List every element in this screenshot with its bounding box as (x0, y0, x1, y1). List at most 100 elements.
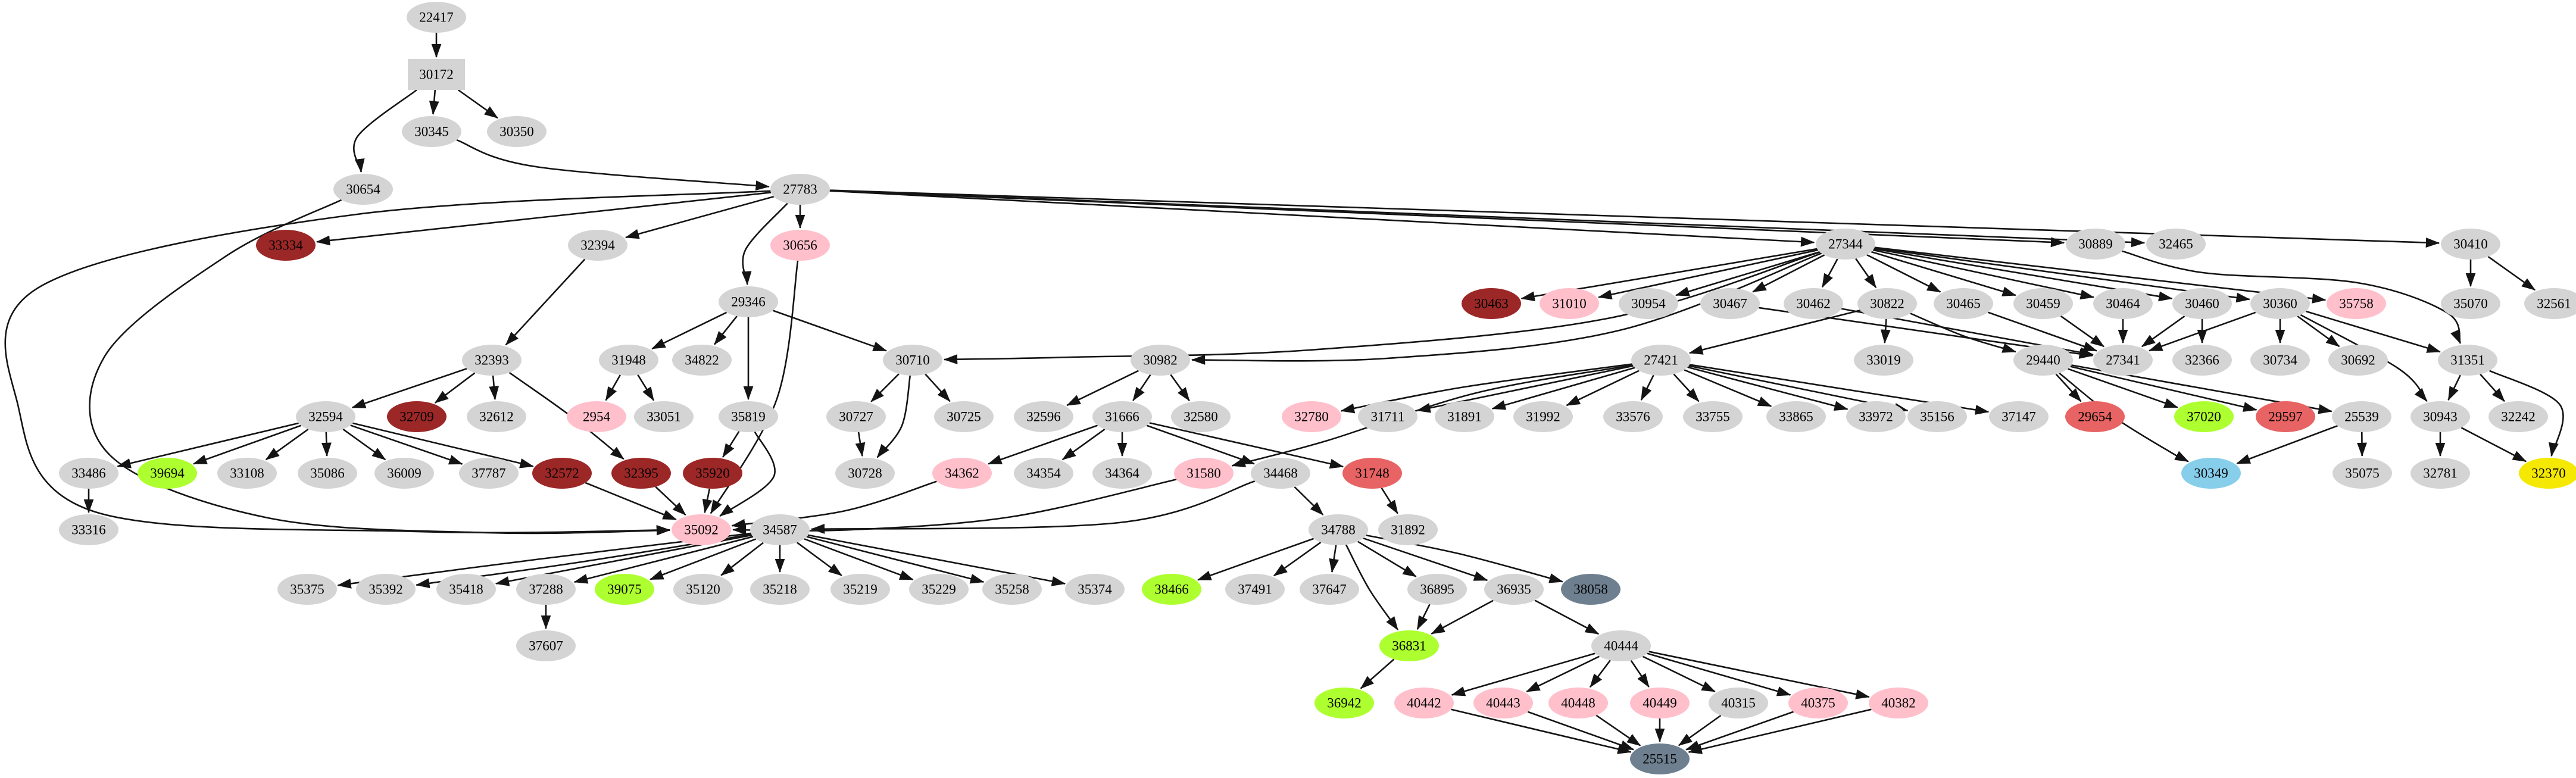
graph-node-36009: 36009 (374, 458, 434, 489)
edge-27421-33576 (1640, 374, 1654, 401)
node-label: 37147 (2002, 410, 2036, 424)
node-ellipse-shape (1092, 401, 1152, 432)
edge-40444-40442 (1451, 652, 1595, 696)
graph-node-37288: 37288 (516, 574, 576, 605)
edge-40442-25515 (1451, 708, 1632, 754)
edge-30465-27341 (1987, 311, 2097, 352)
graph-node-35156: 35156 (1907, 401, 1967, 432)
node-ellipse-shape (2013, 345, 2073, 376)
graph-node-27783: 27783 (770, 174, 830, 205)
graph-node-31748: 31748 (1342, 458, 1402, 489)
edge-34587-35219 (796, 542, 842, 576)
edge-30460-27341 (2141, 315, 2185, 348)
node-label: 2954 (583, 410, 611, 424)
graph-node-35218: 35218 (750, 574, 810, 605)
node-ellipse-shape (683, 458, 742, 489)
node-label: 30943 (2423, 410, 2458, 424)
node-label: 30654 (346, 182, 380, 197)
node-label: 30463 (1474, 296, 1509, 311)
graph-node-34587: 34587 (750, 514, 810, 545)
edge-27344-30954 (1675, 251, 1821, 296)
graph-node-34822: 34822 (672, 345, 732, 376)
node-ellipse-shape (2332, 401, 2391, 432)
graph-node-22417: 22417 (407, 2, 466, 33)
node-label: 35392 (369, 582, 403, 597)
graph-node-35219: 35219 (830, 574, 890, 605)
node-ellipse-shape (1630, 743, 1690, 774)
node-ellipse-shape (1854, 345, 1913, 376)
edge-30345-27783 (456, 139, 770, 191)
node-ellipse-shape (256, 230, 316, 261)
edge-34587-35258 (806, 536, 985, 584)
graph-node-40442: 40442 (1394, 688, 1454, 718)
node-label: 35070 (2453, 296, 2488, 311)
graph-node-29654: 29654 (2065, 401, 2125, 432)
node-label: 30710 (895, 353, 930, 368)
graph-node-30728: 30728 (835, 458, 895, 489)
graph-node-40444: 40444 (1591, 630, 1651, 661)
node-ellipse-shape (2519, 458, 2576, 489)
graph-node-33972: 33972 (1846, 401, 1906, 432)
node-ellipse-shape (59, 458, 118, 489)
node-ellipse-shape (1788, 688, 1848, 718)
graph-node-30462: 30462 (1784, 288, 1843, 319)
graph-node-34468: 34468 (1251, 458, 1310, 489)
node-label: 40443 (1486, 696, 1520, 711)
graph-node-35418: 35418 (436, 574, 496, 605)
node-ellipse-shape (1314, 688, 1374, 718)
edge-30172-30654 (353, 89, 417, 173)
edge-34587-39075 (649, 538, 757, 580)
node-label: 30360 (2263, 296, 2297, 311)
node-ellipse-shape (374, 458, 434, 489)
node-label: 27783 (783, 182, 817, 197)
node-ellipse-shape (719, 401, 778, 432)
edge-27783-32394 (625, 195, 775, 239)
node-label: 34468 (1263, 466, 1298, 481)
edge-30172-30345 (429, 89, 439, 115)
node-label: 32395 (624, 466, 658, 481)
edge-40315-25515 (1678, 714, 1722, 746)
node-ellipse-shape (138, 458, 197, 489)
node-ellipse-shape (1548, 688, 1608, 718)
graph-node-33108: 33108 (217, 458, 277, 489)
edge-27344-30464 (1872, 249, 2094, 300)
node-ellipse-shape (1378, 514, 1438, 545)
edge-35819-35092 (719, 431, 776, 517)
node-label: 40315 (1721, 696, 1756, 711)
edge-27344-30710 (943, 251, 1821, 365)
graph-node-30943: 30943 (2410, 401, 2470, 432)
edge-30360-30692 (2297, 315, 2340, 348)
graph-node-34354: 34354 (1014, 458, 1073, 489)
edge-32572-35092 (585, 482, 677, 521)
node-ellipse-shape (2093, 288, 2153, 319)
edge-30360-31351 (2305, 310, 2441, 353)
node-label: 31666 (1105, 410, 1139, 424)
edge-29440-29654 (2055, 373, 2082, 402)
node-label: 35092 (684, 523, 719, 538)
graph-node-31580: 31580 (1174, 458, 1234, 489)
edge-34587-37288 (573, 536, 754, 584)
graph-node-30710: 30710 (883, 345, 942, 376)
edge-34587-35120 (720, 542, 764, 576)
node-ellipse-shape (1379, 630, 1439, 661)
graph-node-32465: 32465 (2146, 229, 2206, 260)
edge-34468-34788 (1294, 486, 1324, 515)
node-label: 32596 (1026, 410, 1061, 424)
node-ellipse-shape (2250, 288, 2310, 319)
graph-node-30654: 30654 (333, 174, 393, 205)
edge-30982-32580 (1170, 374, 1190, 402)
edge-32594-37787 (350, 424, 463, 465)
node-label: 31748 (1355, 466, 1390, 481)
node-label: 38466 (1154, 582, 1189, 597)
node-ellipse-shape (719, 286, 778, 317)
node-ellipse-shape (462, 345, 522, 376)
graph-node-32780: 32780 (1282, 401, 1341, 432)
node-label: 35920 (695, 466, 730, 481)
graph-node-2954: 2954 (567, 401, 626, 432)
node-label: 34788 (1321, 523, 1356, 538)
graph-node-29597: 29597 (2256, 401, 2315, 432)
node-label: 33486 (71, 466, 106, 481)
node-ellipse-shape (467, 401, 526, 432)
graph-node-35070: 35070 (2441, 288, 2500, 319)
